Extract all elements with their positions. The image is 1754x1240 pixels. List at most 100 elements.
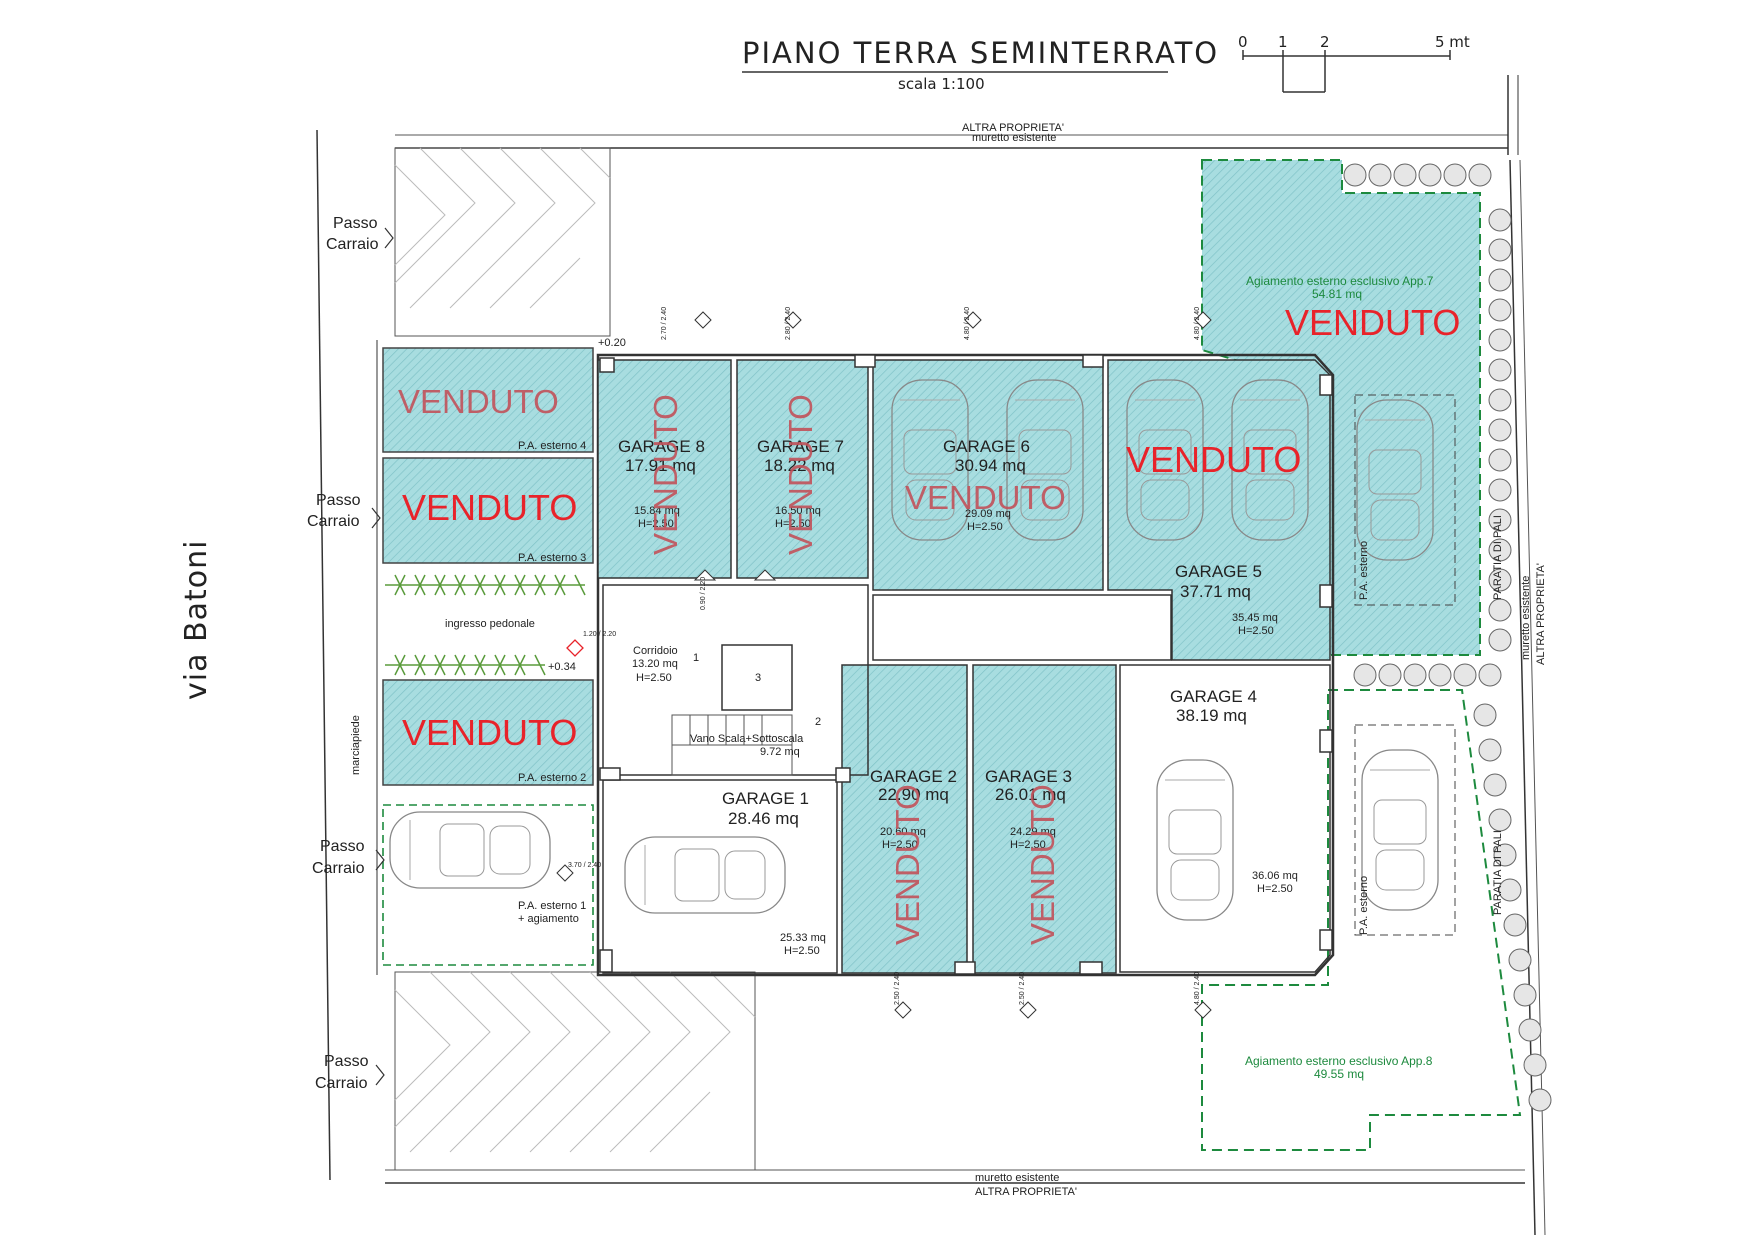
app8-label: Agiamento esterno esclusivo App.8 <box>1245 1054 1433 1068</box>
garage-1-net: 25.33 mq <box>780 932 826 944</box>
door-g6-dim: 4.80 / 2.40 <box>964 306 971 340</box>
scale-tick-2: 2 <box>1320 33 1330 51</box>
garage-8-area-label: 17.91 mq <box>625 456 696 475</box>
stairs <box>671 714 793 776</box>
garage-8-net: 15.84 mq <box>634 505 680 517</box>
garage-5-area-label: 37.71 mq <box>1180 582 1251 601</box>
hedge-top <box>385 574 586 596</box>
corridor-height: H=2.50 <box>636 672 672 684</box>
garage-3-area <box>972 664 1117 974</box>
stair-name: Vano Scala+Sottoscala <box>690 733 804 745</box>
scale-label: scala 1:100 <box>898 75 985 93</box>
passo-word-3: Passo <box>320 838 365 855</box>
garage-1-area-label: 28.46 mq <box>728 809 799 828</box>
garage-4-height: H=2.50 <box>1257 883 1293 895</box>
corridor-hall <box>872 594 1172 661</box>
door-g7-dim: 2.80 / 2.40 <box>785 306 792 340</box>
top-wall-label: muretto esistente <box>972 132 1057 144</box>
door-pa1-dim: 3.70 / 2.40 <box>568 862 602 869</box>
spot-3-label: P.A. esterno 3 <box>518 552 587 564</box>
exclusive-area-app7 <box>1201 159 1481 656</box>
spot-2-label: P.A. esterno 2 <box>518 772 587 784</box>
ramp-bottom <box>394 971 756 1171</box>
app8-spot-label: P.A. esterno <box>1358 875 1370 935</box>
ramp-top <box>394 147 611 337</box>
external-spot-2 <box>382 679 594 786</box>
corridor-number: 1 <box>693 652 700 664</box>
garage-7-area <box>736 359 869 579</box>
door-markers <box>556 311 1212 1019</box>
garage-5-area <box>1107 359 1331 661</box>
sold-label-garage-5: VENDUTO <box>1126 439 1302 480</box>
external-spot-4 <box>382 347 594 453</box>
parking-box-app7 <box>1354 394 1456 606</box>
door-g2-dim: 2.50 / 2.40 <box>894 971 901 1005</box>
garage-4-name: GARAGE 4 <box>1170 687 1257 706</box>
building-outline <box>596 353 1335 977</box>
sold-label-garage-6: VENDUTO <box>905 479 1066 516</box>
garage-6-height: H=2.50 <box>967 521 1003 533</box>
garage-8-area <box>597 359 732 579</box>
hedge-bottom <box>385 654 546 676</box>
garage-1-area <box>602 779 838 974</box>
level-mid: +0.34 <box>548 661 576 673</box>
page-title: PIANO TERRA SEMINTERRATO <box>742 36 1220 70</box>
pile-wall-label-bottom: PARATIA DI PALI <box>1492 830 1504 915</box>
carraio-word-4: Carraio <box>315 1075 368 1092</box>
app7-label: Agiamento esterno esclusivo App.7 <box>1246 274 1434 288</box>
scale-tick-1: 1 <box>1278 33 1288 51</box>
passo-word-4: Passo <box>324 1053 369 1070</box>
app7-spot-label: P.A. esterno <box>1358 540 1370 600</box>
carraio-word-1: Carraio <box>326 236 379 253</box>
sidewalk-label: marciapiede <box>350 715 362 775</box>
pillars <box>599 354 1333 975</box>
right-wall-label: muretto esistente <box>1520 575 1532 660</box>
sold-label-app7: VENDUTO <box>1285 302 1461 343</box>
street-name: via Batoni <box>179 539 214 700</box>
carraio-word-2: Carraio <box>307 513 360 530</box>
garage-3-net: 24.29 mq <box>1010 826 1056 838</box>
pile-wall-label-top: PARATIA DI PALI <box>1492 515 1504 600</box>
spot-1-label: P.A. esterno 1 <box>518 900 587 912</box>
door-corridor-dim: 0.90 / 2.20 <box>700 576 707 610</box>
bottom-wall-label: muretto esistente <box>975 1172 1060 1184</box>
spot-4-label: P.A. esterno 4 <box>518 440 587 452</box>
pedestrian-entry-label: ingresso pedonale <box>445 618 535 630</box>
scale-bar <box>1242 50 1451 93</box>
garage-3-name: GARAGE 3 <box>985 767 1072 786</box>
sold-label-garage-3: VENDUTO <box>1024 784 1061 945</box>
car-garage-4 <box>1156 759 1234 921</box>
car-app8 <box>1361 749 1439 911</box>
carraio-word-3: Carraio <box>312 860 365 877</box>
scale-tick-5: 5 mt <box>1435 33 1470 51</box>
sold-label-spot-4: VENDUTO <box>398 383 559 420</box>
app8-area: 49.55 mq <box>1314 1067 1365 1081</box>
garage-2-name: GARAGE 2 <box>870 767 957 786</box>
top-owner-label: ALTRA PROPRIETA' <box>962 122 1064 134</box>
garage-2-height: H=2.50 <box>882 839 918 851</box>
garage-6-name: GARAGE 6 <box>943 437 1030 456</box>
garage-8-name: GARAGE 8 <box>618 437 705 456</box>
passo-arrows <box>371 227 394 1086</box>
sold-label-spot-3: VENDUTO <box>402 487 578 528</box>
garage-4-area <box>1119 664 1331 973</box>
stair-number: 2 <box>815 716 822 728</box>
garage-1-height: H=2.50 <box>784 945 820 957</box>
bottom-owner-label: ALTRA PROPRIETA' <box>975 1186 1077 1198</box>
corridor-area-label: 13.20 mq <box>632 658 678 670</box>
sold-label-garage-8: VENDUTO <box>647 394 684 555</box>
app7-area: 54.81 mq <box>1312 287 1363 301</box>
external-spot-3 <box>382 457 594 564</box>
level-top: +0.20 <box>598 337 626 349</box>
spot-1-extra: + agiamento <box>518 913 579 925</box>
corridor-name: Corridoio <box>633 645 678 657</box>
garage-7-name: GARAGE 7 <box>757 437 844 456</box>
garage-5-height: H=2.50 <box>1238 625 1274 637</box>
garage-6-net: 29.09 mq <box>965 508 1011 520</box>
lift <box>721 644 793 711</box>
garage-6-area <box>872 359 1104 591</box>
door-g8-dim: 2.70 / 2.40 <box>661 306 668 340</box>
garage-5-name: GARAGE 5 <box>1175 562 1262 581</box>
garage-1-name: GARAGE 1 <box>722 789 809 808</box>
